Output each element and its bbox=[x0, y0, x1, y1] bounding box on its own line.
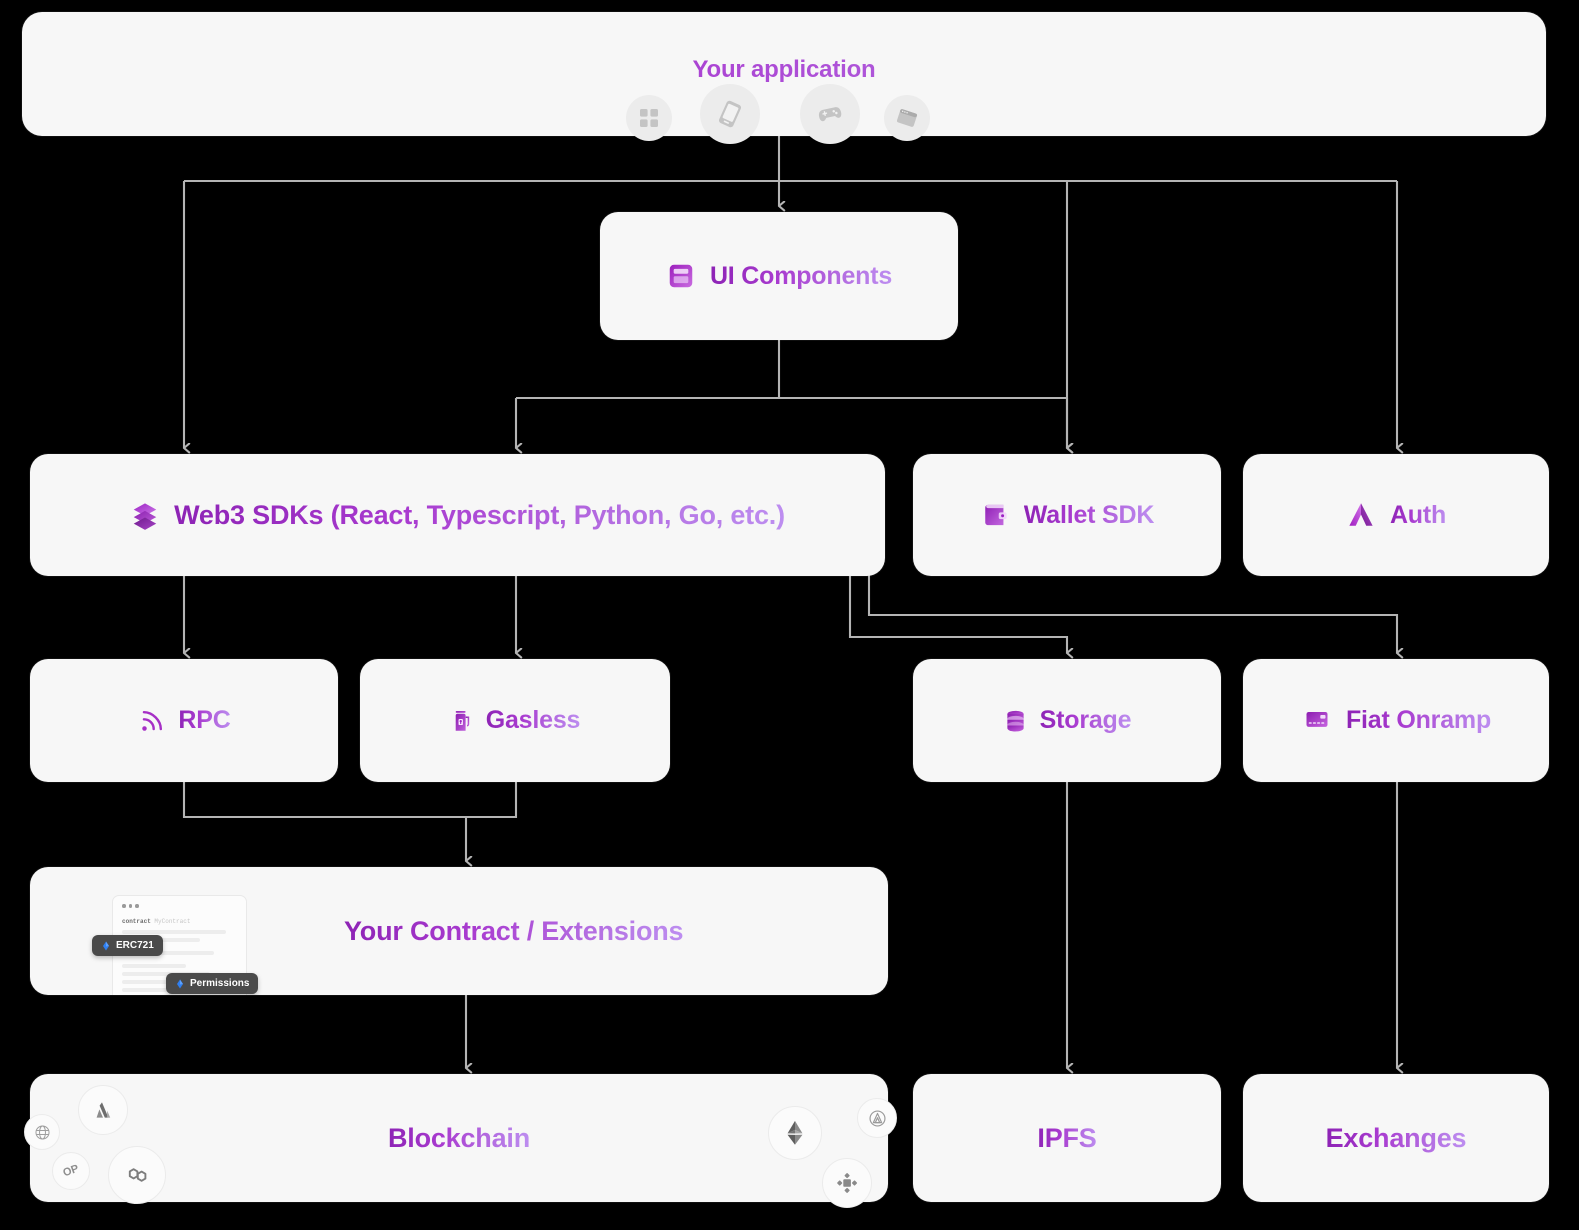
mobile-phone-icon bbox=[700, 84, 760, 144]
chain-logo-optimism-label: OP bbox=[61, 1162, 81, 1180]
card-exchanges[interactable]: Exchanges bbox=[1243, 1074, 1549, 1202]
code-line-contract: contract MyContract bbox=[122, 918, 190, 925]
rpc-signal-icon bbox=[142, 710, 163, 731]
chain-logo-arbitrum-icon bbox=[78, 1085, 128, 1135]
chain-logo-avalanche-icon bbox=[857, 1098, 897, 1138]
contract-code-mock: contract MyContract ERC721 bbox=[92, 895, 259, 995]
card-your-contract[interactable]: contract MyContract ERC721 bbox=[30, 867, 888, 995]
your-contract-label: Your Contract / Extensions bbox=[344, 915, 684, 946]
badge-erc721-label: ERC721 bbox=[116, 940, 154, 951]
auth-arrow-icon bbox=[1349, 503, 1373, 526]
chain-logo-polygon-icon bbox=[108, 1146, 166, 1204]
ipfs-label: IPFS bbox=[1037, 1122, 1097, 1153]
credit-card-icon bbox=[1306, 712, 1328, 727]
card-fiat-onramp[interactable]: Fiat Onramp bbox=[1243, 659, 1549, 782]
card-your-application[interactable]: Your application bbox=[22, 12, 1546, 136]
badge-erc721[interactable]: ERC721 bbox=[92, 935, 163, 956]
chain-logo-generic-icon bbox=[24, 1114, 60, 1150]
rpc-label: RPC bbox=[178, 706, 231, 734]
badge-permissions-label: Permissions bbox=[190, 978, 250, 989]
card-web3-sdks[interactable]: Web3 SDKs (React, Typescript, Python, Go… bbox=[30, 454, 885, 576]
wallet-sdk-label: Wallet SDK bbox=[1023, 500, 1155, 529]
database-icon bbox=[1007, 710, 1024, 731]
gasless-label: Gasless bbox=[485, 706, 581, 734]
edge-web3sdk-storage bbox=[848, 566, 1067, 653]
ui-components-icon bbox=[669, 264, 693, 288]
code-placeholder-bar bbox=[122, 930, 226, 934]
card-gasless[interactable]: Gasless bbox=[360, 659, 670, 782]
ui-components-label: UI Components bbox=[709, 261, 893, 290]
code-placeholder-bar bbox=[122, 964, 186, 968]
card-blockchain[interactable]: Blockchain bbox=[30, 1074, 888, 1202]
web3-sdks-label: Web3 SDKs (React, Typescript, Python, Go… bbox=[174, 499, 785, 530]
wallet-icon bbox=[985, 504, 1007, 526]
card-ipfs[interactable]: IPFS bbox=[913, 1074, 1221, 1202]
code-placeholder-bar bbox=[122, 972, 210, 976]
storage-label: Storage bbox=[1039, 706, 1132, 734]
chain-logo-optimism-icon: OP bbox=[52, 1152, 90, 1190]
card-auth[interactable]: Auth bbox=[1243, 454, 1549, 576]
your-application-label: Your application bbox=[22, 56, 1546, 84]
blue-diamond-icon bbox=[177, 979, 183, 988]
code-placeholder-bar bbox=[122, 951, 214, 955]
code-contract-name: MyContract bbox=[154, 918, 191, 925]
blue-diamond-icon bbox=[103, 941, 109, 950]
card-rpc[interactable]: RPC bbox=[30, 659, 338, 782]
chain-logo-ethereum-icon bbox=[768, 1106, 822, 1160]
card-storage[interactable]: Storage bbox=[913, 659, 1221, 782]
edge-walletsdk-onramp bbox=[867, 566, 1397, 653]
code-keyword: contract bbox=[122, 918, 151, 925]
edge-merge-rpc-gasless bbox=[182, 782, 518, 819]
auth-label: Auth bbox=[1389, 500, 1447, 529]
exchanges-label: Exchanges bbox=[1325, 1122, 1467, 1153]
window-dots-icon bbox=[122, 904, 139, 908]
card-ui-components[interactable]: UI Components bbox=[600, 212, 958, 340]
layers-stack-icon bbox=[133, 503, 157, 530]
apps-grid-icon bbox=[626, 95, 672, 141]
browser-window-icon bbox=[884, 95, 930, 141]
card-wallet-sdk[interactable]: Wallet SDK bbox=[913, 454, 1221, 576]
code-placeholder-bar bbox=[122, 980, 192, 984]
badge-permissions[interactable]: Permissions bbox=[166, 973, 259, 994]
gas-pump-icon bbox=[455, 710, 469, 731]
game-controller-icon bbox=[800, 84, 860, 144]
chain-logo-binance-icon bbox=[822, 1158, 872, 1208]
blockchain-label: Blockchain bbox=[387, 1122, 531, 1153]
fiat-onramp-label: Fiat Onramp bbox=[1345, 706, 1492, 734]
